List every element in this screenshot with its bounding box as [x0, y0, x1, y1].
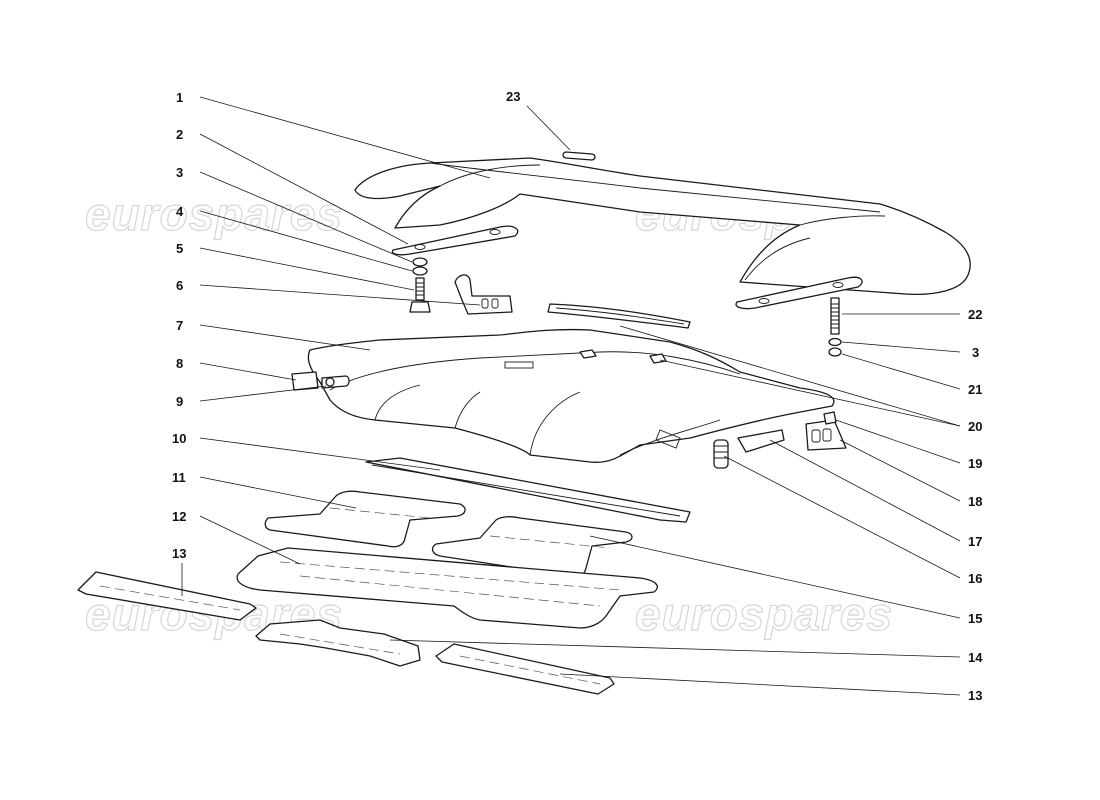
striker-slot-b	[822, 428, 832, 442]
striker-pin	[823, 411, 837, 425]
callout-22: 22	[968, 307, 982, 322]
callout-12: 12	[172, 509, 186, 524]
callout-13-left: 13	[172, 546, 186, 561]
callout-4: 4	[176, 204, 184, 219]
spoiler-clip	[562, 151, 596, 161]
washer-right	[828, 337, 842, 347]
callout-3-right: 3	[972, 345, 979, 360]
callout-16: 16	[968, 571, 982, 586]
striker-slot-a	[811, 429, 821, 443]
callout-7: 7	[176, 318, 183, 333]
callout-11: 11	[172, 470, 186, 485]
nut-left	[412, 266, 428, 276]
support-hole-left	[414, 244, 426, 250]
nut-right	[828, 347, 842, 357]
callout-19: 19	[968, 456, 982, 471]
callout-13-right: 13	[968, 688, 982, 703]
callout-8: 8	[176, 356, 183, 371]
rubber-buffer	[713, 439, 729, 469]
right-spoiler-support	[735, 276, 863, 310]
hinge-slot-b	[491, 298, 499, 309]
latch-bracket	[291, 371, 319, 391]
bolt-head	[325, 377, 335, 387]
cover-latch	[737, 429, 785, 453]
callout-10: 10	[172, 431, 186, 446]
left-spoiler-support	[391, 225, 519, 256]
callout-3: 3	[176, 165, 183, 180]
rear-spoiler	[354, 157, 971, 296]
callout-1: 1	[176, 90, 183, 105]
callout-5: 5	[176, 241, 183, 256]
leader-lines	[181, 96, 961, 696]
callout-6: 6	[176, 278, 183, 293]
callout-18: 18	[968, 494, 982, 509]
model-badge	[547, 303, 691, 329]
callout-9: 9	[176, 394, 183, 409]
cover-clip-a	[579, 349, 597, 359]
left-floor-mat	[264, 490, 466, 548]
callout-15: 15	[968, 611, 982, 626]
engine-cover	[307, 328, 835, 463]
floor-carpet	[236, 547, 658, 629]
striker-plate	[805, 419, 847, 451]
stud-left	[415, 277, 425, 301]
watermark-bottom-right: eurospares	[635, 588, 893, 640]
callout-14: 14	[968, 650, 983, 665]
central-trim	[255, 619, 421, 667]
callout-labels: 1 2 3 4 5 6 7 8 9 10 11 12 13 23 22 3 21…	[172, 89, 983, 703]
spacer-left	[409, 301, 431, 313]
right-floor-mat	[431, 516, 633, 578]
callout-20: 20	[968, 419, 982, 434]
callout-17: 17	[968, 534, 982, 549]
hinge-slot-a	[481, 298, 489, 309]
support-hole-b	[832, 282, 844, 288]
callout-2: 2	[176, 127, 183, 142]
watermark-top-left: eurospares	[85, 188, 343, 240]
cover-emblem	[504, 361, 534, 369]
left-sill-strip	[77, 571, 257, 621]
support-hole-a	[758, 298, 770, 304]
seal-strip	[365, 457, 691, 523]
support-hole-right	[489, 229, 501, 235]
callout-21: 21	[968, 382, 982, 397]
washer-left	[412, 257, 428, 267]
callout-23: 23	[506, 89, 520, 104]
